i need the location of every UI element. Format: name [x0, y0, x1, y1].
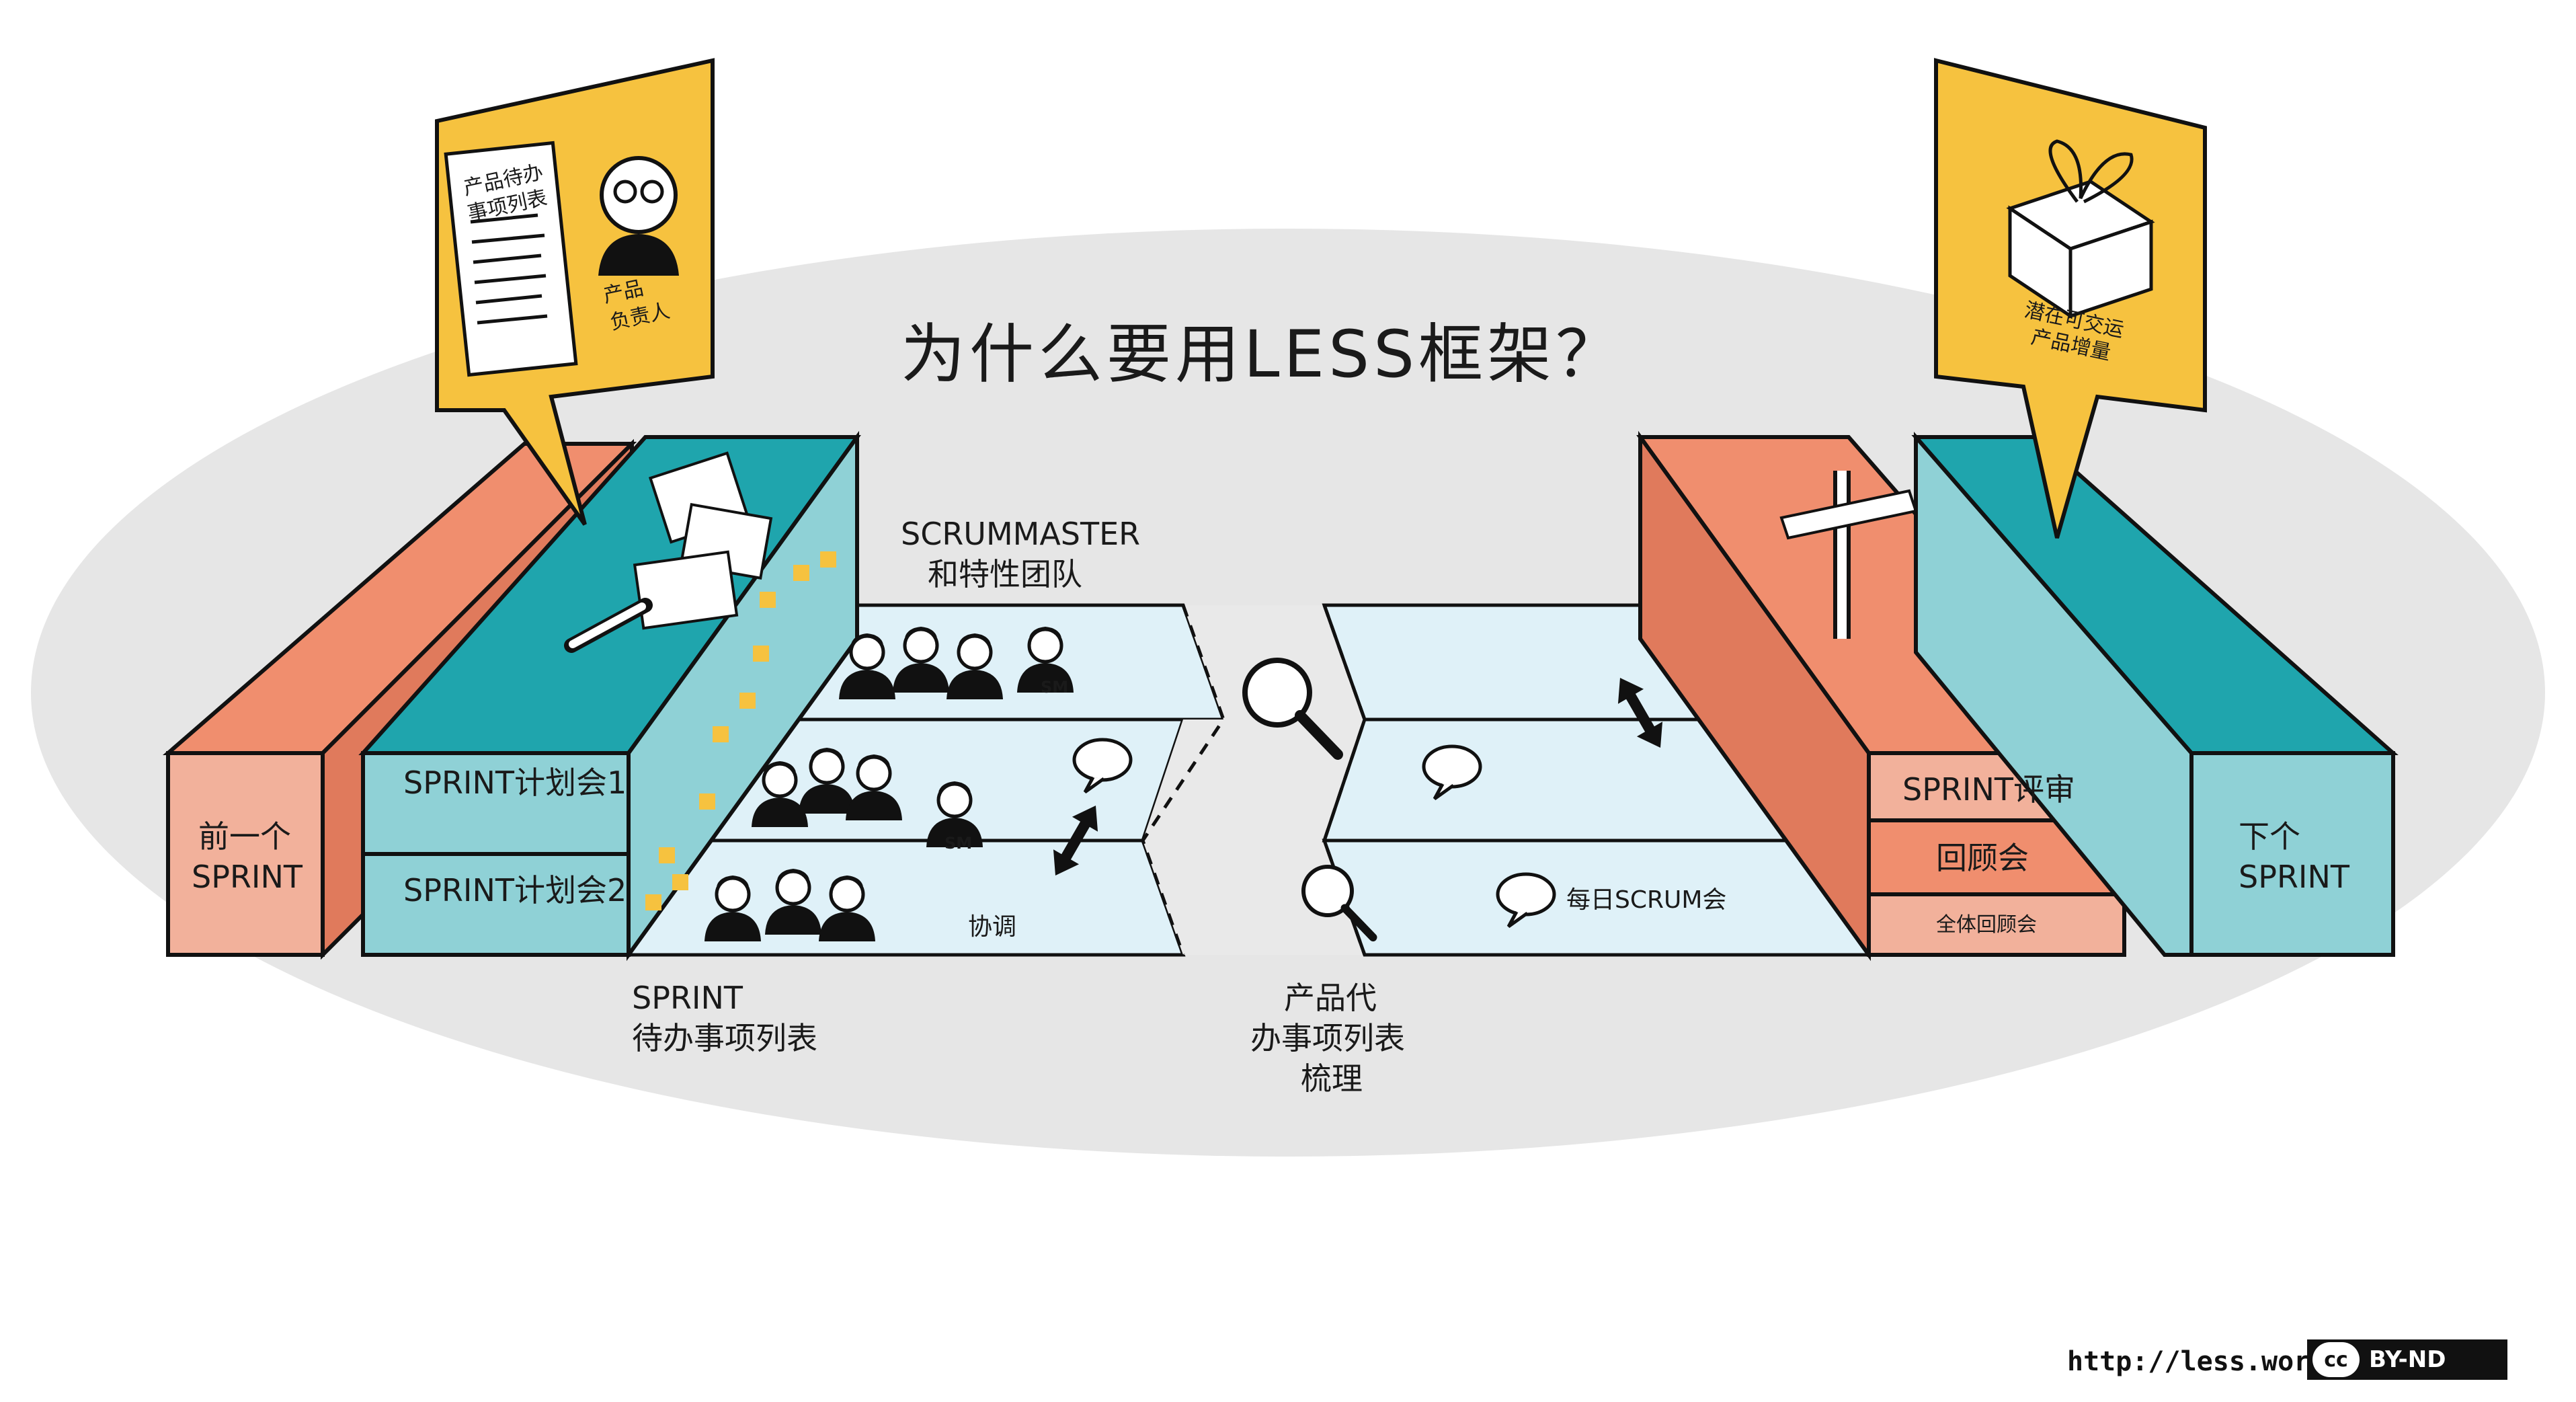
person-icon	[598, 156, 679, 276]
footer-link[interactable]: http://less.works	[2067, 1346, 2343, 1377]
sprint-backlog-line2: 待办事项列表	[632, 1020, 817, 1056]
increment-sign	[1934, 58, 2207, 539]
notes-icon	[633, 451, 773, 630]
refinement-line1: 产品代	[1284, 980, 1377, 1016]
refinement-line2: 办事项列表	[1250, 1020, 1405, 1056]
pen-icon	[564, 598, 653, 653]
planning2-label: SPRINT计划会2	[403, 872, 627, 908]
page-title: 为什么要用LESS框架？	[901, 317, 1624, 392]
sm-badge-2: SM	[944, 834, 972, 853]
next-sprint-line1: 下个	[2239, 818, 2300, 855]
prev-sprint-line1: 前一个	[198, 818, 291, 855]
sprint-backlog-line1: SPRINT	[632, 980, 743, 1016]
product-owner-sign	[435, 58, 715, 526]
coordinate-label: 协调	[968, 913, 1016, 941]
signpost-icon	[1779, 471, 1918, 639]
next-sprint-line2: SPRINT	[2239, 859, 2350, 895]
planning1-label: SPRINT计划会1	[403, 765, 627, 801]
cc-icon: cc	[2312, 1342, 2360, 1377]
planning-block	[358, 430, 861, 962]
overall-retro-label: 全体回顾会	[1936, 913, 2037, 937]
backlog-paper-icon	[444, 141, 578, 377]
license-badge: cc BY-ND	[2307, 1339, 2507, 1380]
retro-label: 回顾会	[1936, 840, 2029, 876]
sm-badge-1: SM	[1041, 678, 1068, 697]
review-label: SPRINT评审	[1902, 771, 2075, 808]
gift-icon	[2006, 139, 2155, 319]
scrummaster-line2: 和特性团队	[928, 556, 1082, 592]
prev-sprint-line2: SPRINT	[192, 859, 303, 895]
daily-scrum-label: 每日SCRUM会	[1566, 886, 1726, 914]
scrummaster-line1: SCRUMMASTER	[901, 516, 1140, 552]
refinement-line3: 梳理	[1301, 1060, 1363, 1097]
next-sprint-block	[1911, 431, 2399, 957]
license-text: BY-ND	[2369, 1346, 2446, 1373]
